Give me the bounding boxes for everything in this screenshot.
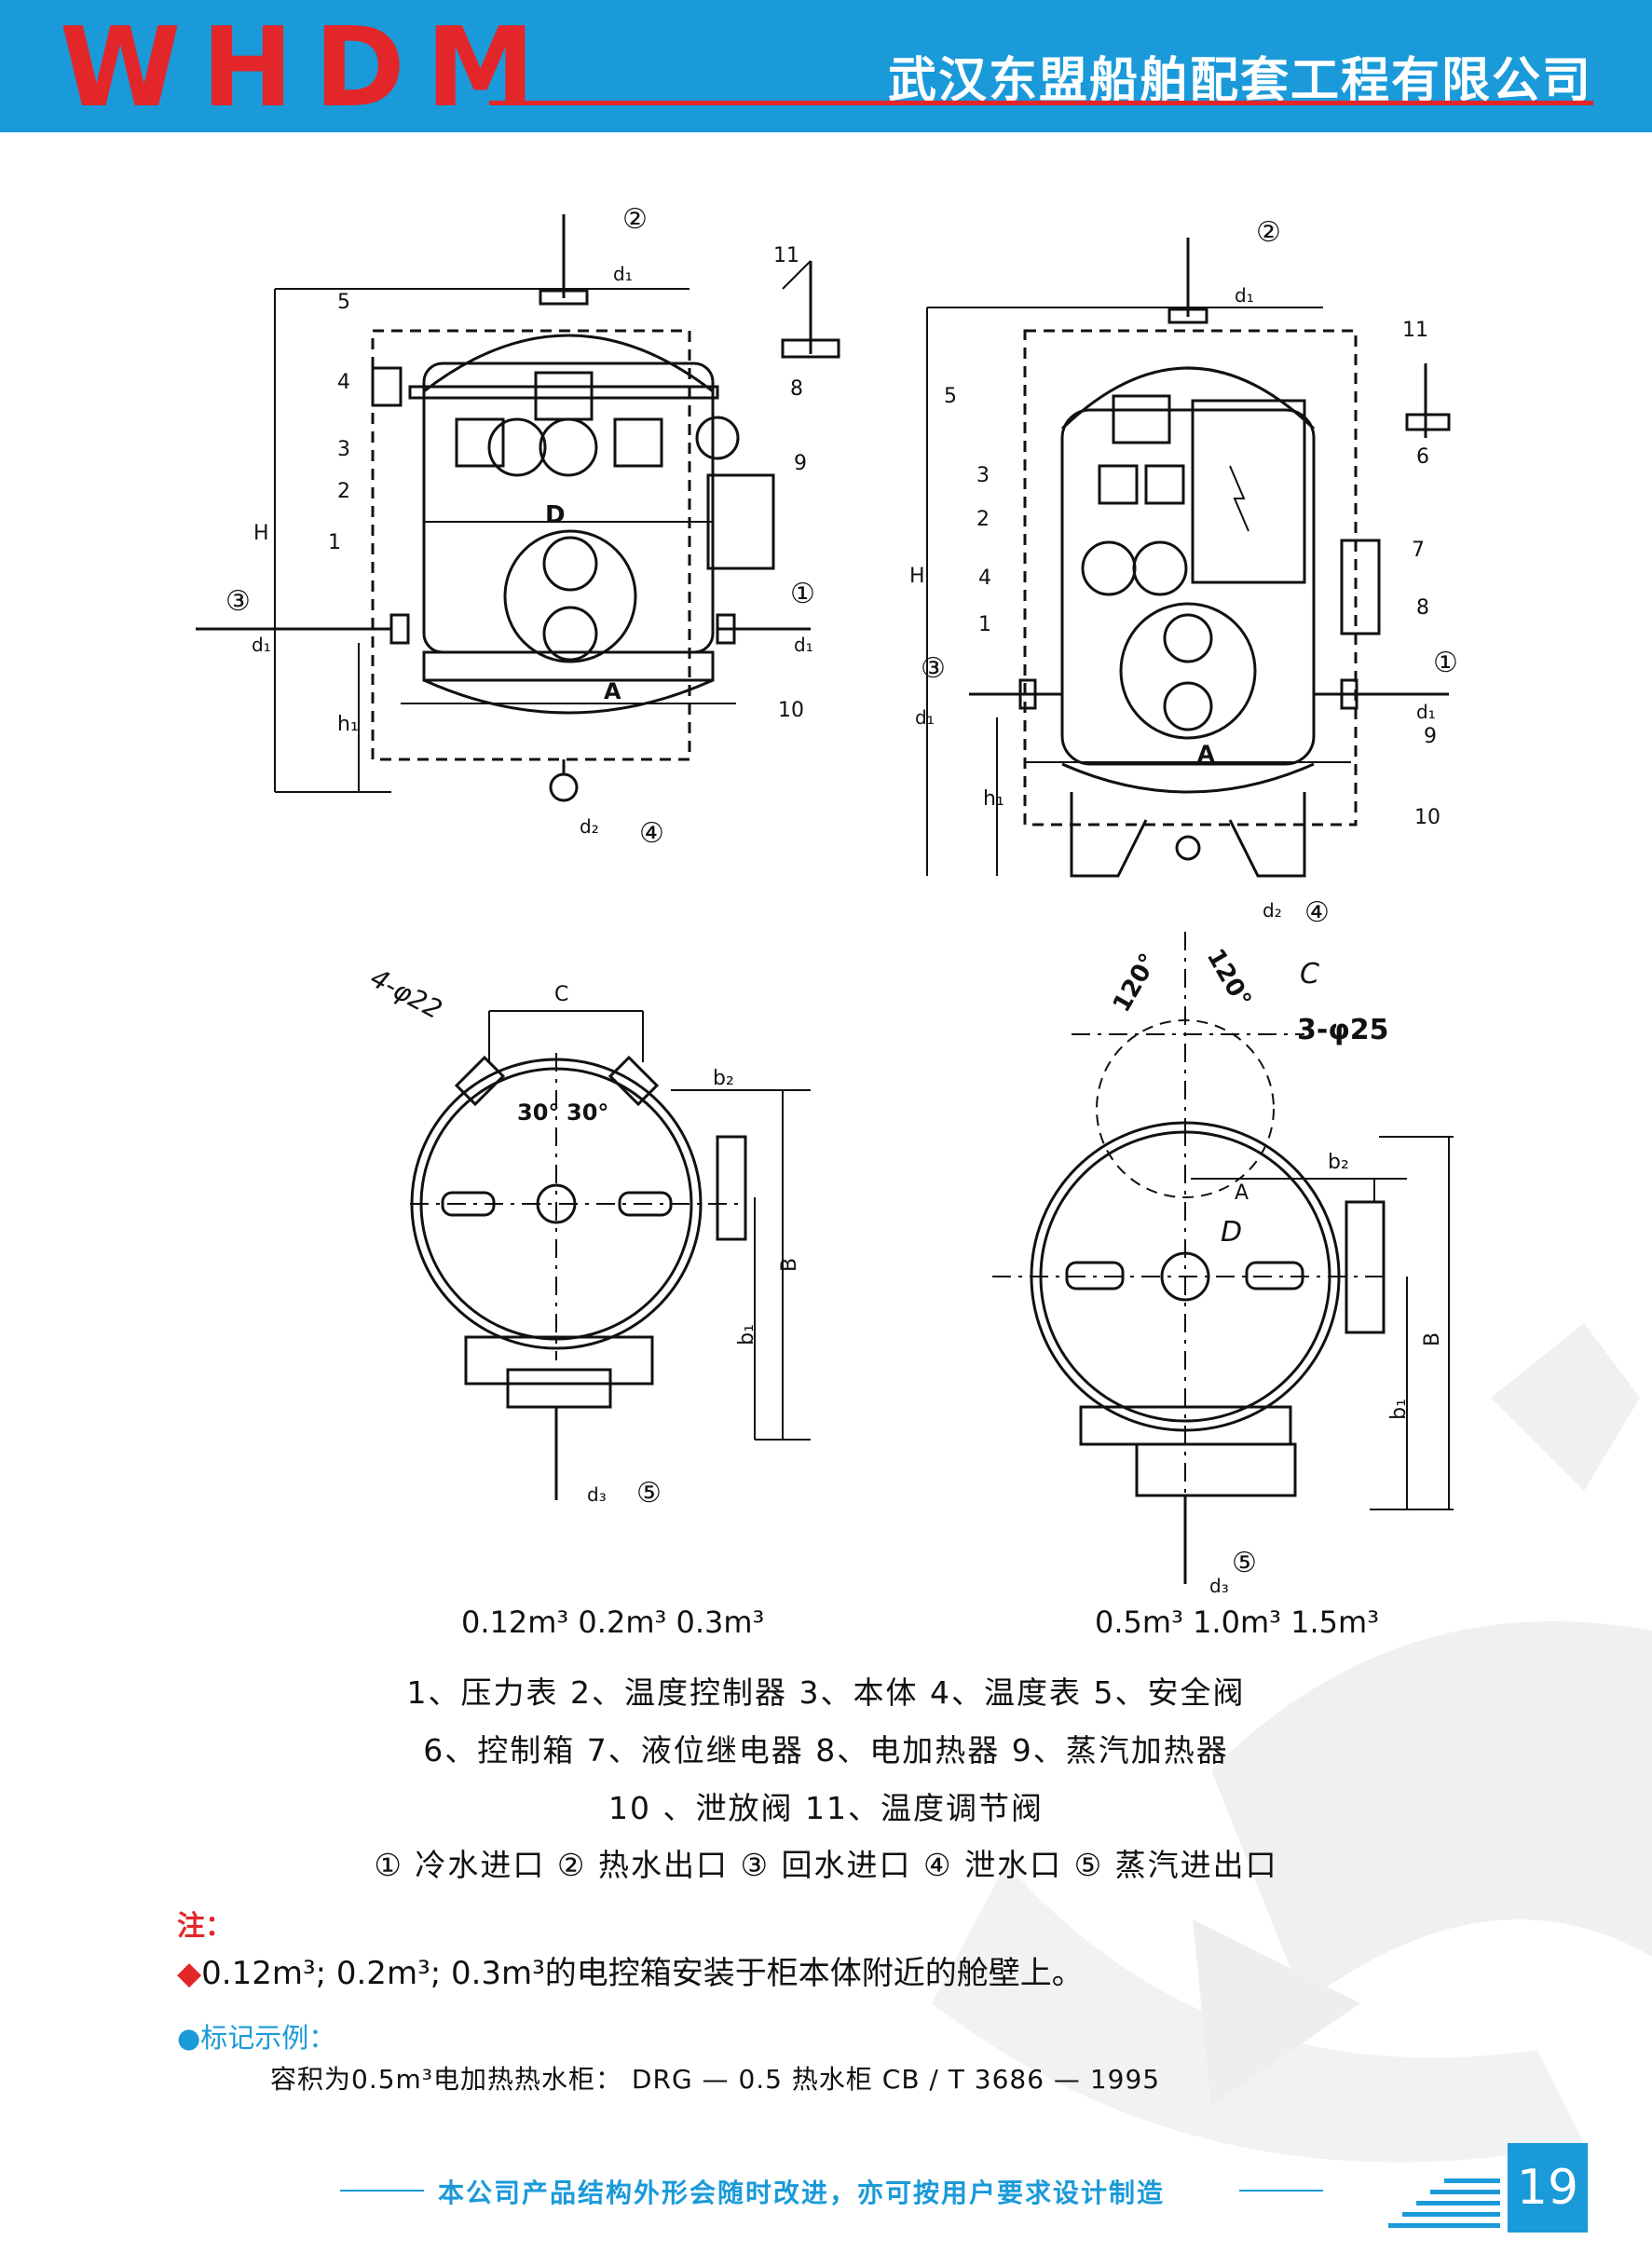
label-port3-left: ③ [225,585,251,618]
plan-view-small [410,1010,811,1500]
label-A-left: A [604,678,621,704]
legend-line-4: ① 冷水进口 ② 热水出口 ③ 回水进口 ④ 泄水口 ⑤ 蒸汽进出口 [374,1847,1278,1883]
label-H-left: H [253,522,269,545]
label-1-left: 1 [328,531,341,554]
label-d3-left: d₃ [587,1483,607,1506]
diamond-bullet-icon: ◆ [177,1955,202,1992]
label-B-right: B [1421,1332,1445,1347]
label-d2-left: d₂ [580,815,599,838]
label-d1-right-right: d₁ [1416,701,1436,723]
label-10-left: 10 [778,699,804,722]
label-d1-right-left: d₁ [915,706,935,729]
label-d1-left-side: d₁ [252,634,271,656]
label-angle-30-b: 30° [567,1099,609,1126]
label-A-right: A [1197,741,1215,767]
label-d1-top-right: d₁ [1235,284,1254,307]
label-port4-right: ④ [1304,896,1330,929]
label-C-left: C [554,983,569,1006]
label-port1-right: ① [1433,647,1458,679]
header-banner: WHDM 武汉东盟船舶配套工程有限公司 [0,0,1652,132]
label-11-left: 11 [773,244,799,267]
label-b2-right: b₂ [1328,1151,1349,1174]
label-2-left: 2 [337,480,350,503]
company-logo: WHDM [60,3,556,131]
label-d1-right-side: d₁ [794,634,813,656]
label-9-left: 9 [794,452,807,475]
label-10-right: 10 [1414,806,1440,829]
caption-large-models: 0.5m³ 1.0m³ 1.5m³ [1095,1605,1380,1640]
label-h1-right: h₁ [983,787,1004,811]
footer-line-right [1239,2190,1323,2192]
label-b2-left: b₂ [713,1067,734,1090]
label-3-left: 3 [337,438,350,461]
label-9-right: 9 [1424,725,1437,748]
label-6-right: 6 [1416,445,1429,469]
label-port2-left: ② [622,203,648,236]
label-A-plan-right: A [1235,1181,1249,1205]
footer-line-left [340,2190,424,2192]
note-text: 0.12m³; 0.2m³; 0.3m³的电控箱安装于柜本体附近的舱壁上。 [201,1955,1084,1992]
label-port1-left: ① [790,578,815,610]
label-port5-left: ⑤ [636,1477,662,1509]
label-H-right: H [909,565,925,588]
label-4-right: 4 [978,567,991,590]
label-C-right: C [1300,958,1319,990]
elevation-view-large [926,238,1451,878]
label-b1-left: b₁ [734,1324,758,1345]
legend-line-2: 6、控制箱 7、液位继电器 8、电加热器 9、蒸汽加热器 [423,1732,1229,1769]
label-8-left: 8 [790,377,803,401]
label-port4-left: ④ [639,817,664,850]
example-title: ●标记示例： [177,2022,336,2054]
label-11-right: 11 [1402,319,1428,342]
label-d1-top-left: d₁ [613,263,633,285]
elevation-view-small [196,214,840,802]
label-angle-30-a: 30° [517,1099,560,1126]
footer-stripes-icon [1388,2178,1500,2228]
label-8-right: 8 [1416,596,1429,620]
company-name: 武汉东盟船舶配套工程有限公司 [887,53,1592,109]
label-port5-right: ⑤ [1232,1547,1257,1579]
note-text-row: ◆0.12m³; 0.2m³; 0.3m³的电控箱安装于柜本体附近的舱壁上。 [177,1947,1084,1993]
label-d3-right: d₃ [1209,1575,1229,1597]
label-d2-right: d₂ [1263,899,1282,922]
label-2-right: 2 [976,508,990,531]
label-5-left: 5 [337,291,350,314]
label-port3-right: ③ [921,652,946,685]
label-1-right: 1 [978,613,991,636]
example-text: 容积为0.5m³电加热热水柜： DRG — 0.5 热水柜 CB / T 368… [270,2064,1161,2095]
label-b1-right: b₁ [1386,1399,1411,1420]
label-4-left: 4 [337,371,350,394]
label-h1-left: h₁ [337,713,359,736]
legend-line-1: 1、压力表 2、温度控制器 3、本体 4、温度表 5、安全阀 [406,1674,1246,1711]
header-divider [489,101,1593,105]
page-number: 19 [1508,2143,1588,2233]
note-title: 注： [177,1910,233,1943]
label-D-left: D [545,501,566,529]
label-7-right: 7 [1412,539,1425,562]
caption-small-models: 0.12m³ 0.2m³ 0.3m³ [461,1605,765,1640]
label-port2-right: ② [1256,216,1281,249]
label-5-right: 5 [944,385,957,408]
label-D-plan-right: D [1221,1216,1243,1249]
label-3-right: 3 [976,464,990,487]
legend-line-3: 10 、泄放阀 11、温度调节阀 [608,1790,1044,1826]
footer-text: 本公司产品结构外形会随时改进，亦可按用户要求设计制造 [438,2178,1166,2208]
label-holes-right: 3-φ25 [1297,1014,1389,1046]
plan-view-large [992,932,1454,1584]
label-B-left: B [778,1257,802,1273]
